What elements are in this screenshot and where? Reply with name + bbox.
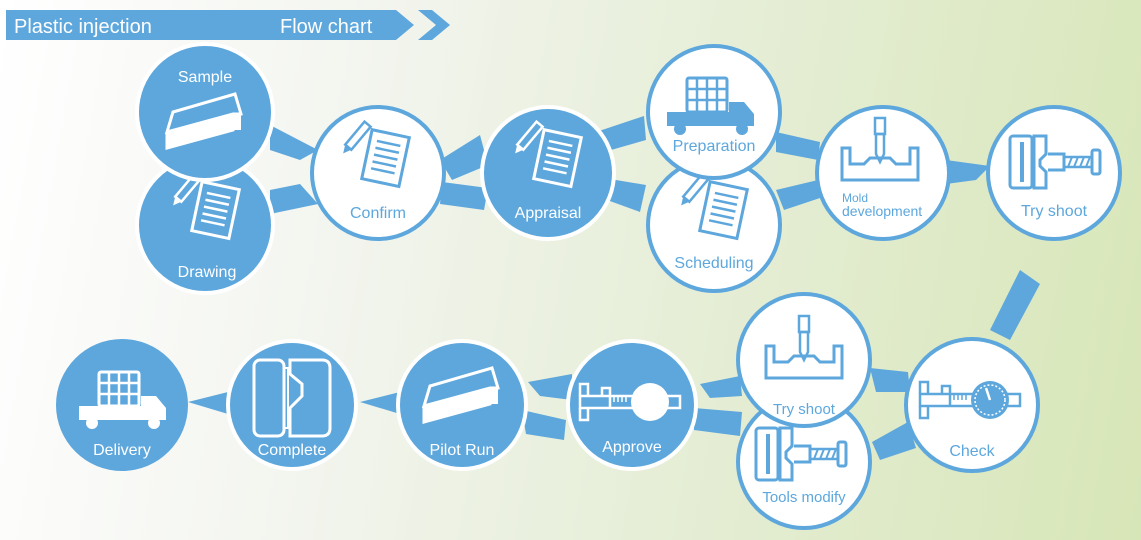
arrow-sample-confirm: [270, 125, 318, 160]
node-check: Check: [904, 337, 1040, 473]
header-title: Plastic injection: [14, 16, 152, 38]
arrow-tryshoot-check: [990, 270, 1040, 340]
drawing-label: Drawing: [178, 264, 237, 281]
header-bar: [6, 10, 414, 40]
chevron-right-icon: [418, 10, 450, 40]
node-try-shoot-top: Try shoot: [986, 105, 1122, 241]
node-delivery: Delivery: [56, 339, 188, 471]
node-preparation: Preparation: [646, 44, 782, 180]
check-label: Check: [949, 443, 995, 460]
node-pilot-run: Pilot Run: [396, 339, 528, 471]
confirm-label: Confirm: [350, 205, 406, 222]
arrow-appraisal-confirm: [440, 135, 488, 180]
tools-modify-label: Tools modify: [762, 489, 846, 506]
preparation-label: Preparation: [673, 138, 756, 155]
node-drawing: Drawing: [135, 155, 275, 295]
complete-label: Complete: [258, 442, 327, 459]
delivery-label: Delivery: [93, 442, 151, 459]
arrow-mold-tryshoot: [946, 160, 990, 184]
node-try-shoot-bottom: Try shoot: [736, 292, 872, 428]
node-appraisal: Appraisal: [480, 105, 616, 241]
header-banner: Plastic injection Flow chart: [6, 10, 450, 40]
scheduling-label: Scheduling: [674, 255, 753, 272]
node-tools-modify: Tools modify: [736, 394, 872, 530]
arrow-preparation-mold: [776, 132, 820, 160]
approve-label: Approve: [602, 439, 662, 456]
arrow-approve-pilotrun: [528, 374, 572, 400]
try-shoot-bottom-label: Try shoot: [773, 401, 836, 418]
node-approve: Approve: [566, 339, 698, 471]
node-complete: Complete: [226, 339, 358, 471]
arrow-drawing-confirm: [270, 184, 318, 214]
arrow-pilotrun-approve: [522, 410, 566, 440]
mold-label-line2: development: [842, 203, 922, 219]
arrow-confirm-appraisal: [440, 182, 488, 210]
sample-label: Sample: [178, 69, 232, 86]
arrow-pilotrun-complete: [360, 392, 400, 414]
header-subtitle: Flow chart: [280, 16, 373, 38]
arrow-complete-delivery: [188, 392, 228, 414]
arrow-approve-toolsmodify: [694, 408, 742, 436]
node-mold-development: Mold development: [815, 105, 951, 241]
arrow-check-tryshoot: [870, 368, 910, 392]
appraisal-label: Appraisal: [515, 205, 582, 222]
node-confirm: Confirm: [310, 105, 446, 241]
connectors: [188, 116, 1040, 460]
node-scheduling: Scheduling: [646, 157, 782, 293]
mold-label-line1: Mold: [842, 191, 868, 205]
arrow-scheduling-mold: [776, 180, 820, 210]
arrow-toolsmodify-check: [872, 422, 916, 460]
pilot-run-label: Pilot Run: [430, 442, 495, 459]
node-sample: Sample: [135, 42, 275, 182]
arrow-tryshoot-approve: [700, 376, 742, 398]
try-shoot-top-label: Try shoot: [1021, 203, 1088, 220]
